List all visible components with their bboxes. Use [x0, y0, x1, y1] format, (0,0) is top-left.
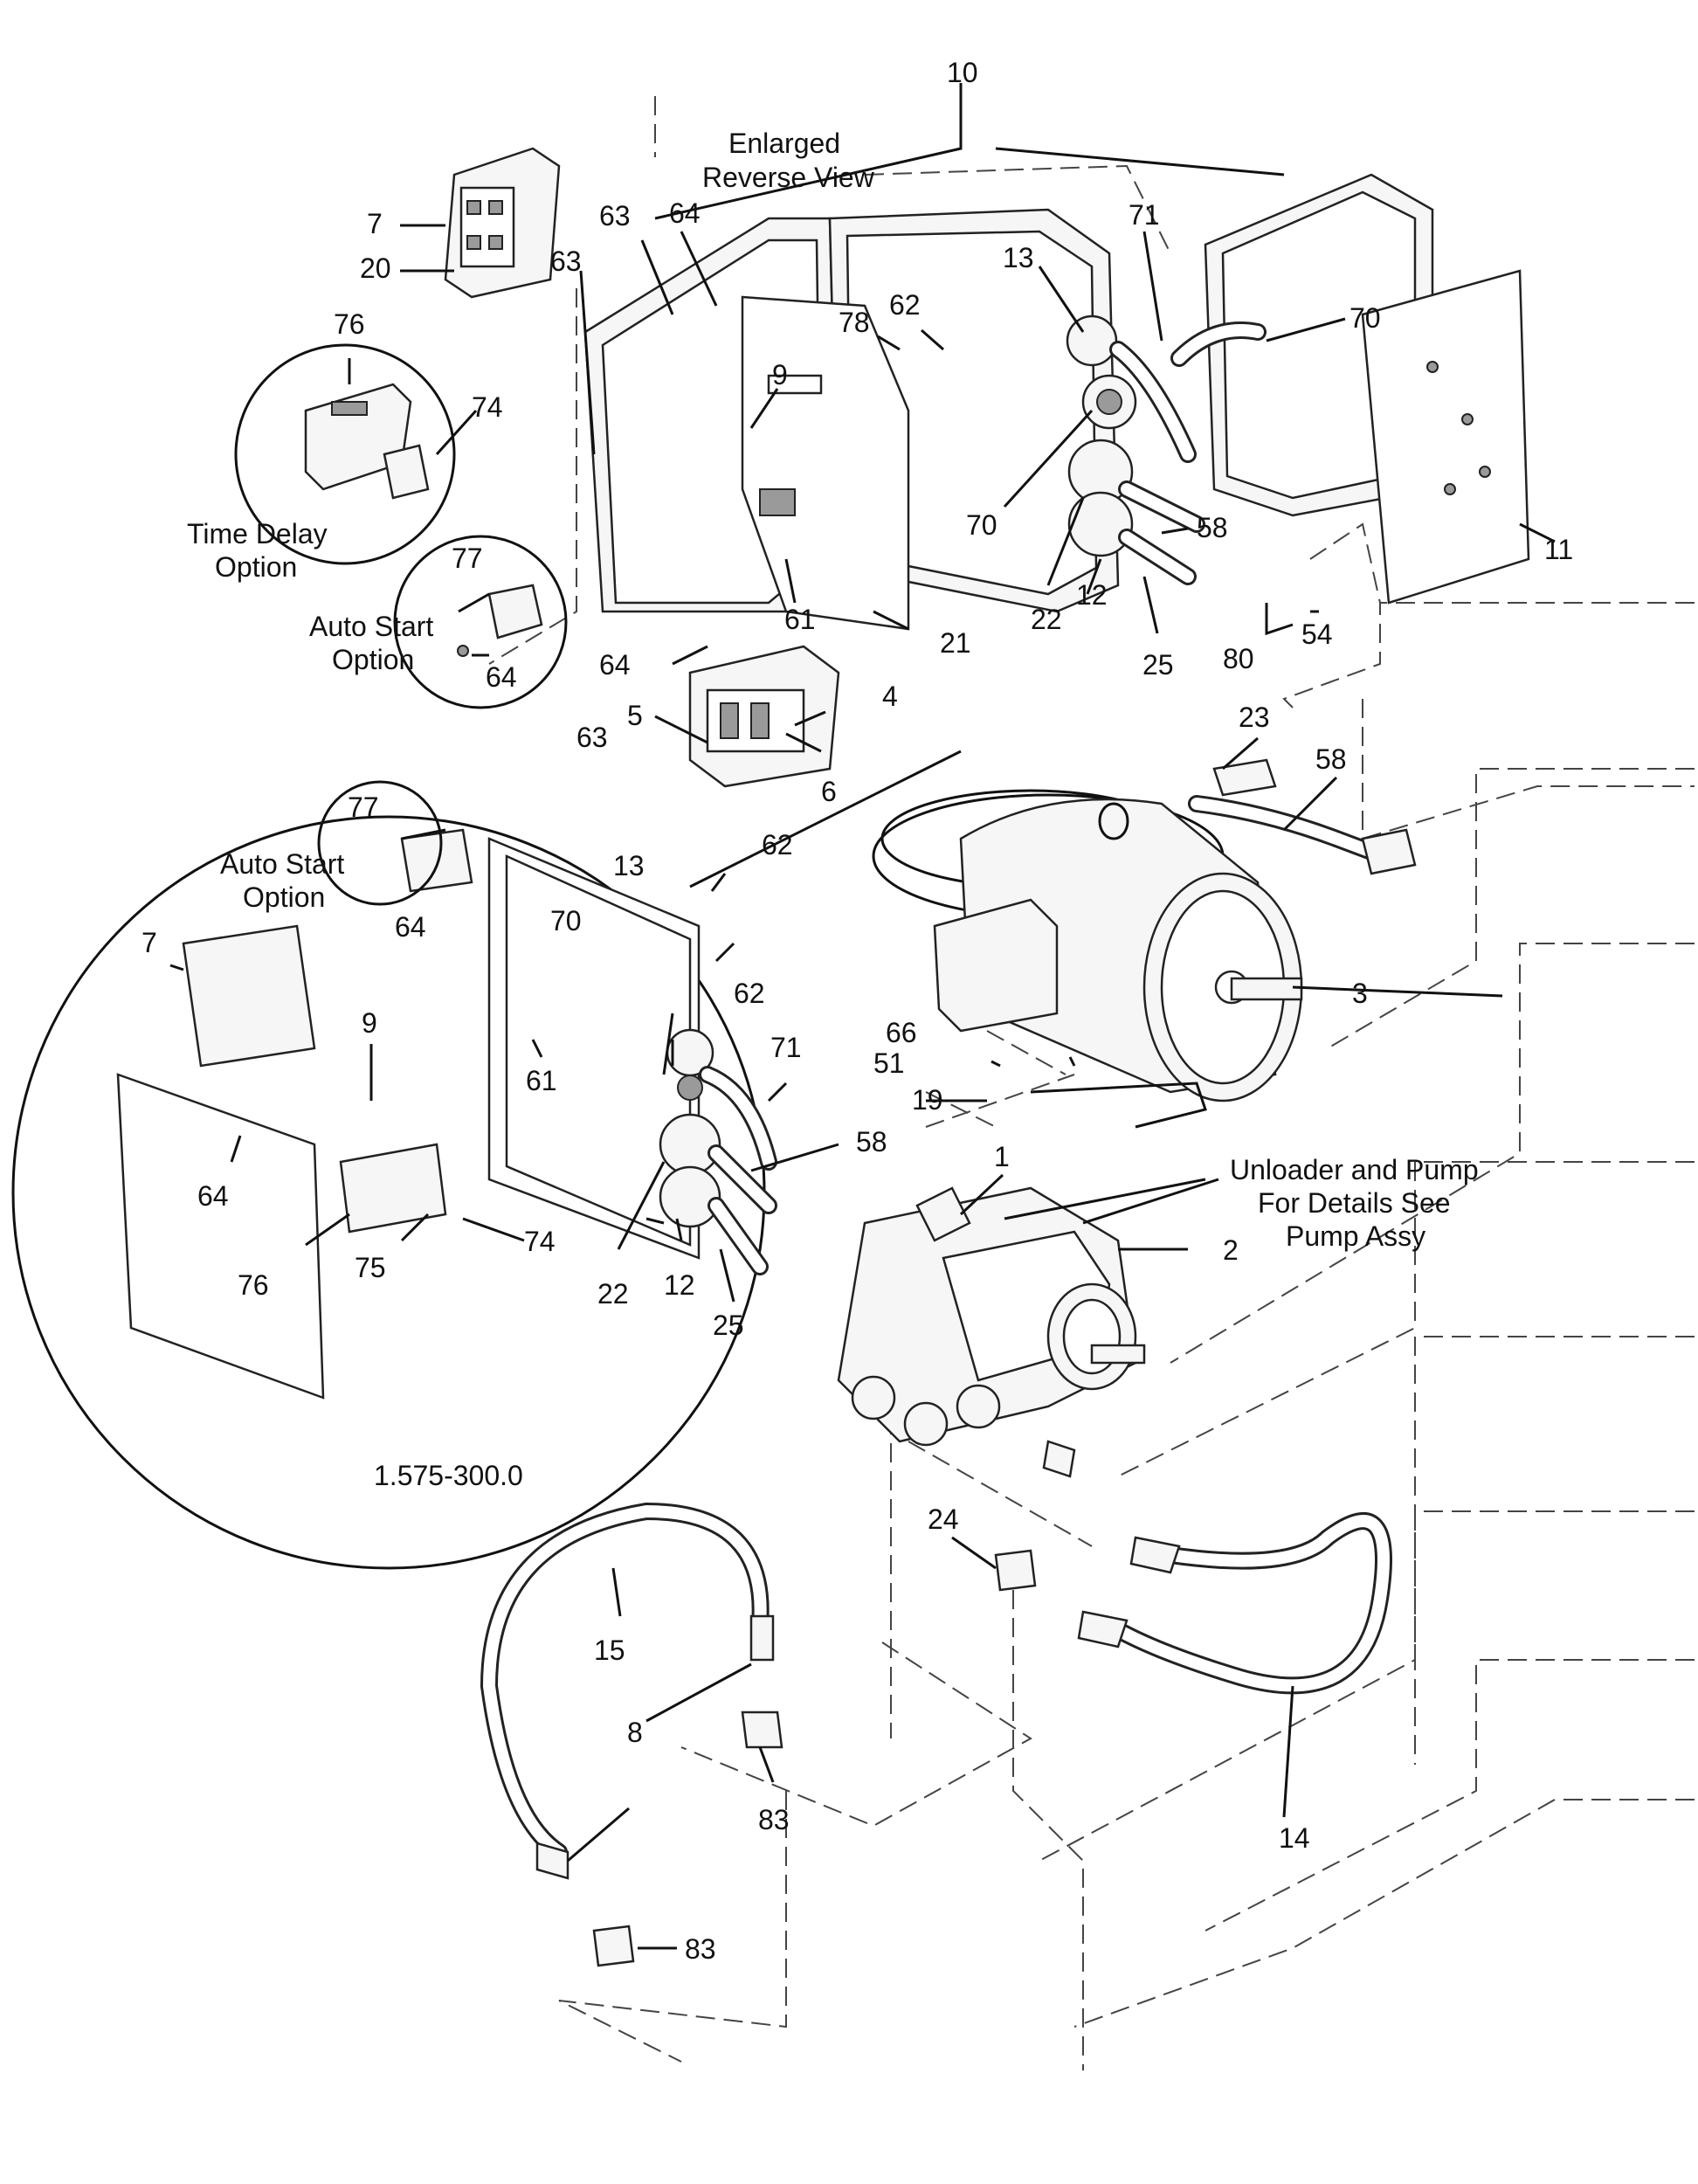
label-61: 61 — [526, 1065, 557, 1096]
control-box-rear — [1204, 173, 1530, 605]
label-80: 80 — [1223, 643, 1254, 674]
elbow-fittings — [592, 1440, 1076, 1967]
detail-part-number: 1.575-300.0 — [374, 1460, 523, 1491]
label-64: 64 — [669, 197, 701, 229]
label-9: 9 — [362, 1007, 377, 1039]
label-74: 74 — [524, 1226, 556, 1257]
label-58: 58 — [1315, 743, 1347, 775]
label-13: 13 — [1003, 242, 1034, 273]
label-21: 21 — [940, 627, 971, 659]
label-8: 8 — [627, 1717, 643, 1748]
label-76: 76 — [334, 308, 365, 340]
leader-lines — [169, 83, 1556, 1950]
label-7: 7 — [142, 927, 157, 958]
label-1: 1 — [994, 1141, 1010, 1172]
label-22: 22 — [1031, 604, 1062, 635]
label-25: 25 — [1142, 649, 1174, 681]
label-77: 77 — [452, 543, 483, 574]
label-5: 5 — [627, 700, 643, 731]
label-64: 64 — [197, 1180, 229, 1212]
label-54: 54 — [1301, 619, 1333, 650]
callout-unloader-pump: Unloader and Pump — [1230, 1154, 1479, 1185]
label-83: 83 — [758, 1804, 790, 1835]
callout-for-details: For Details See — [1258, 1187, 1451, 1219]
label-15: 15 — [594, 1635, 625, 1666]
label-64: 64 — [486, 661, 517, 693]
callout-time-delay: Time Delay — [187, 518, 328, 549]
callout-time-delay-option: Option — [215, 551, 297, 583]
label-6: 6 — [821, 776, 837, 807]
label-64: 64 — [599, 649, 631, 681]
label-64: 64 — [395, 911, 426, 943]
electric-motor-3 — [872, 789, 1303, 1129]
part-labels: 10 7 20 76 74 63 63 64 9 78 62 13 71 70 … — [142, 57, 1573, 1965]
label-75: 75 — [355, 1252, 386, 1283]
label-71: 71 — [770, 1032, 802, 1063]
label-62: 62 — [889, 289, 921, 321]
label-13: 13 — [613, 850, 645, 881]
label-63: 63 — [599, 200, 631, 232]
label-61: 61 — [784, 604, 816, 635]
label-4: 4 — [882, 681, 898, 712]
cable-glands — [1066, 314, 1267, 585]
callout-reverse-view: Reverse View — [702, 162, 875, 193]
label-24: 24 — [928, 1503, 959, 1535]
label-7: 7 — [367, 208, 383, 239]
callout-auto-start-option: Option — [332, 644, 414, 675]
label-70: 70 — [550, 905, 582, 936]
label-11: 11 — [1544, 534, 1573, 565]
hose-15 — [480, 1502, 775, 1880]
label-58: 58 — [1197, 512, 1228, 543]
label-2: 2 — [1223, 1234, 1239, 1266]
label-12: 12 — [664, 1269, 695, 1301]
label-66: 66 — [886, 1017, 917, 1048]
label-10: 10 — [947, 57, 978, 88]
enlarged-detail-circle — [11, 780, 777, 1570]
label-20: 20 — [360, 252, 391, 284]
label-23: 23 — [1239, 702, 1270, 733]
label-63: 63 — [576, 722, 608, 753]
label-58: 58 — [856, 1126, 887, 1158]
label-71: 71 — [1129, 199, 1160, 231]
callout-auto-start-2: Auto Start — [220, 848, 344, 880]
label-3: 3 — [1352, 978, 1368, 1009]
label-19: 19 — [912, 1084, 943, 1116]
callout-pump-assy: Pump Assy — [1286, 1220, 1425, 1252]
label-76: 76 — [238, 1269, 269, 1301]
label-62: 62 — [762, 829, 793, 860]
label-12: 12 — [1076, 579, 1108, 611]
label-22: 22 — [597, 1278, 629, 1310]
hose-14 — [1077, 1512, 1392, 1695]
relay-contactor-7-20 — [444, 147, 561, 299]
time-delay-option-detail — [234, 343, 456, 565]
pump-assembly-1-2 — [837, 1186, 1146, 1447]
label-77: 77 — [348, 791, 379, 823]
label-83: 83 — [685, 1933, 716, 1965]
label-62: 62 — [734, 978, 765, 1009]
label-70: 70 — [966, 509, 997, 541]
contactor-4-5-6 — [688, 645, 840, 788]
label-9: 9 — [772, 359, 788, 390]
callout-enlarged: Enlarged — [728, 128, 840, 159]
auto-start-option-detail-top — [393, 535, 568, 709]
callout-auto-start: Auto Start — [309, 611, 433, 642]
power-cord-58 — [1188, 758, 1417, 875]
text-callouts: Enlarged Reverse View Time Delay Option … — [187, 128, 1479, 1491]
label-25: 25 — [713, 1310, 744, 1341]
label-78: 78 — [839, 307, 870, 338]
label-51: 51 — [873, 1047, 905, 1079]
background-dash-planes — [488, 96, 1695, 2070]
label-14: 14 — [1279, 1822, 1310, 1854]
callout-auto-start-2-option: Option — [243, 881, 325, 913]
label-63: 63 — [550, 245, 582, 277]
label-70: 70 — [1349, 302, 1381, 334]
label-74: 74 — [472, 391, 503, 423]
